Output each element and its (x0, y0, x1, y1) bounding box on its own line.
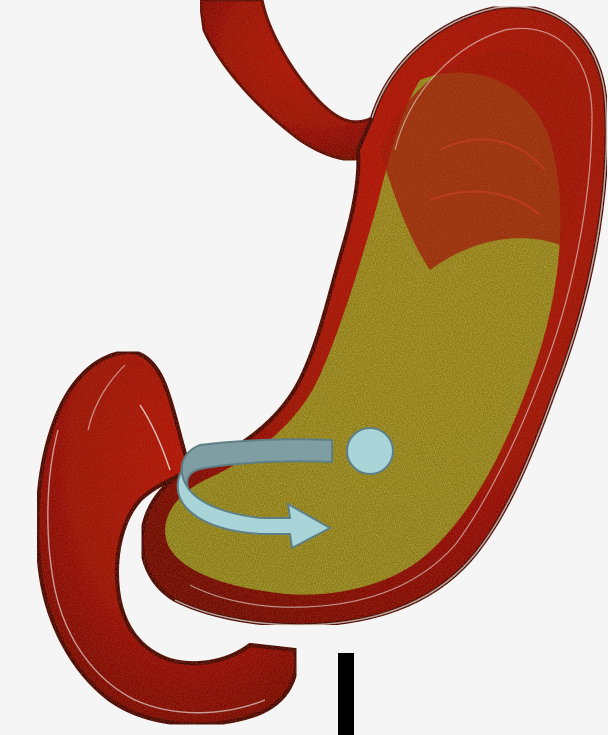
vertical-bar-marker (338, 653, 354, 735)
circle-marker-icon (347, 428, 393, 474)
